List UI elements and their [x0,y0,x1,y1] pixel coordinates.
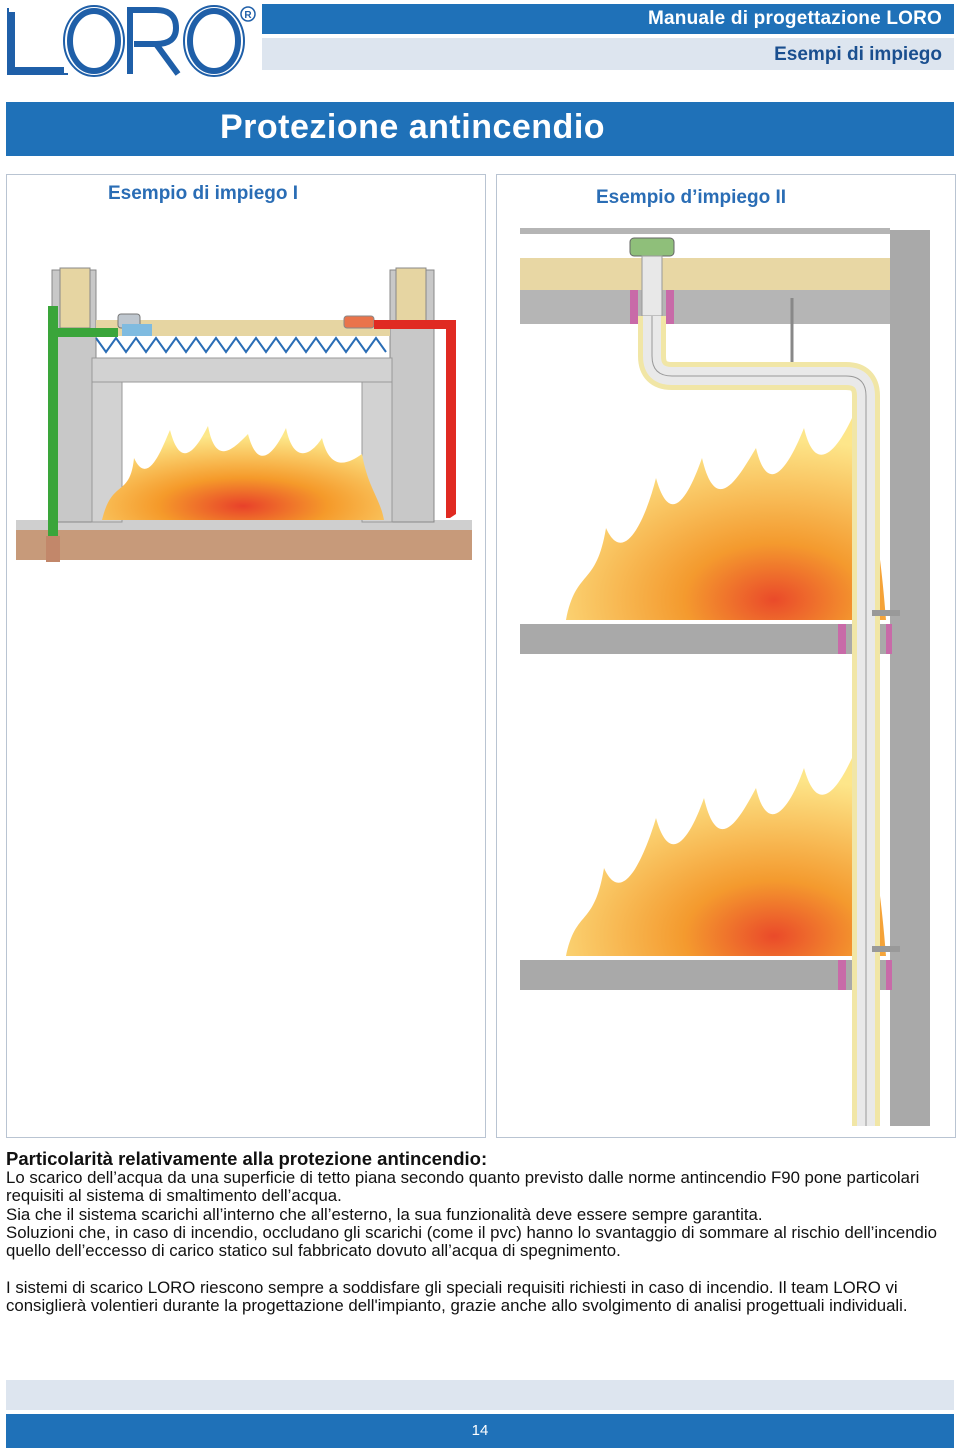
section-title: Esempi di impiego [774,44,942,65]
body-paragraph: Sia che il sistema scarichi all’interno … [6,1205,763,1224]
red-drain-pipe [446,320,456,500]
flames-lower [566,758,886,956]
building-wall [890,230,930,1126]
footer-band [6,1380,954,1410]
floor-slab-1 [520,624,890,654]
flames-upper [566,418,886,620]
roof-fire-illustration [16,267,472,562]
ground-slab [16,528,472,560]
page-title: Protezione antincendio [220,108,606,146]
building-fire-illustration [520,228,930,1126]
header-bar [262,4,954,34]
body-paragraph: I sistemi di scarico LORO riescono sempr… [6,1278,908,1316]
header-subbar [262,38,954,70]
registered-mark: R [244,10,252,21]
manual-title: Manuale di progettazione LORO [648,8,942,29]
loro-logo: R [7,5,256,77]
drain-pipe [638,316,880,1126]
panel-caption-2: Esempio d’impiego II [596,187,787,208]
flames [102,426,384,520]
body-paragraph: Lo scarico dell’acqua da una superficie … [6,1168,920,1206]
page-number: 14 [471,1422,489,1439]
panel-caption-1: Esempio di impiego I [108,183,299,204]
body-heading: Particolarità relativamente alla protezi… [6,1148,488,1169]
green-drain-pipe [48,306,58,538]
floor-slab-2 [520,960,890,990]
title-band [6,102,954,156]
body-paragraph: Soluzioni che, in caso di incendio, occl… [6,1223,937,1261]
footer-bar [6,1414,954,1448]
roof-beam [91,357,393,383]
